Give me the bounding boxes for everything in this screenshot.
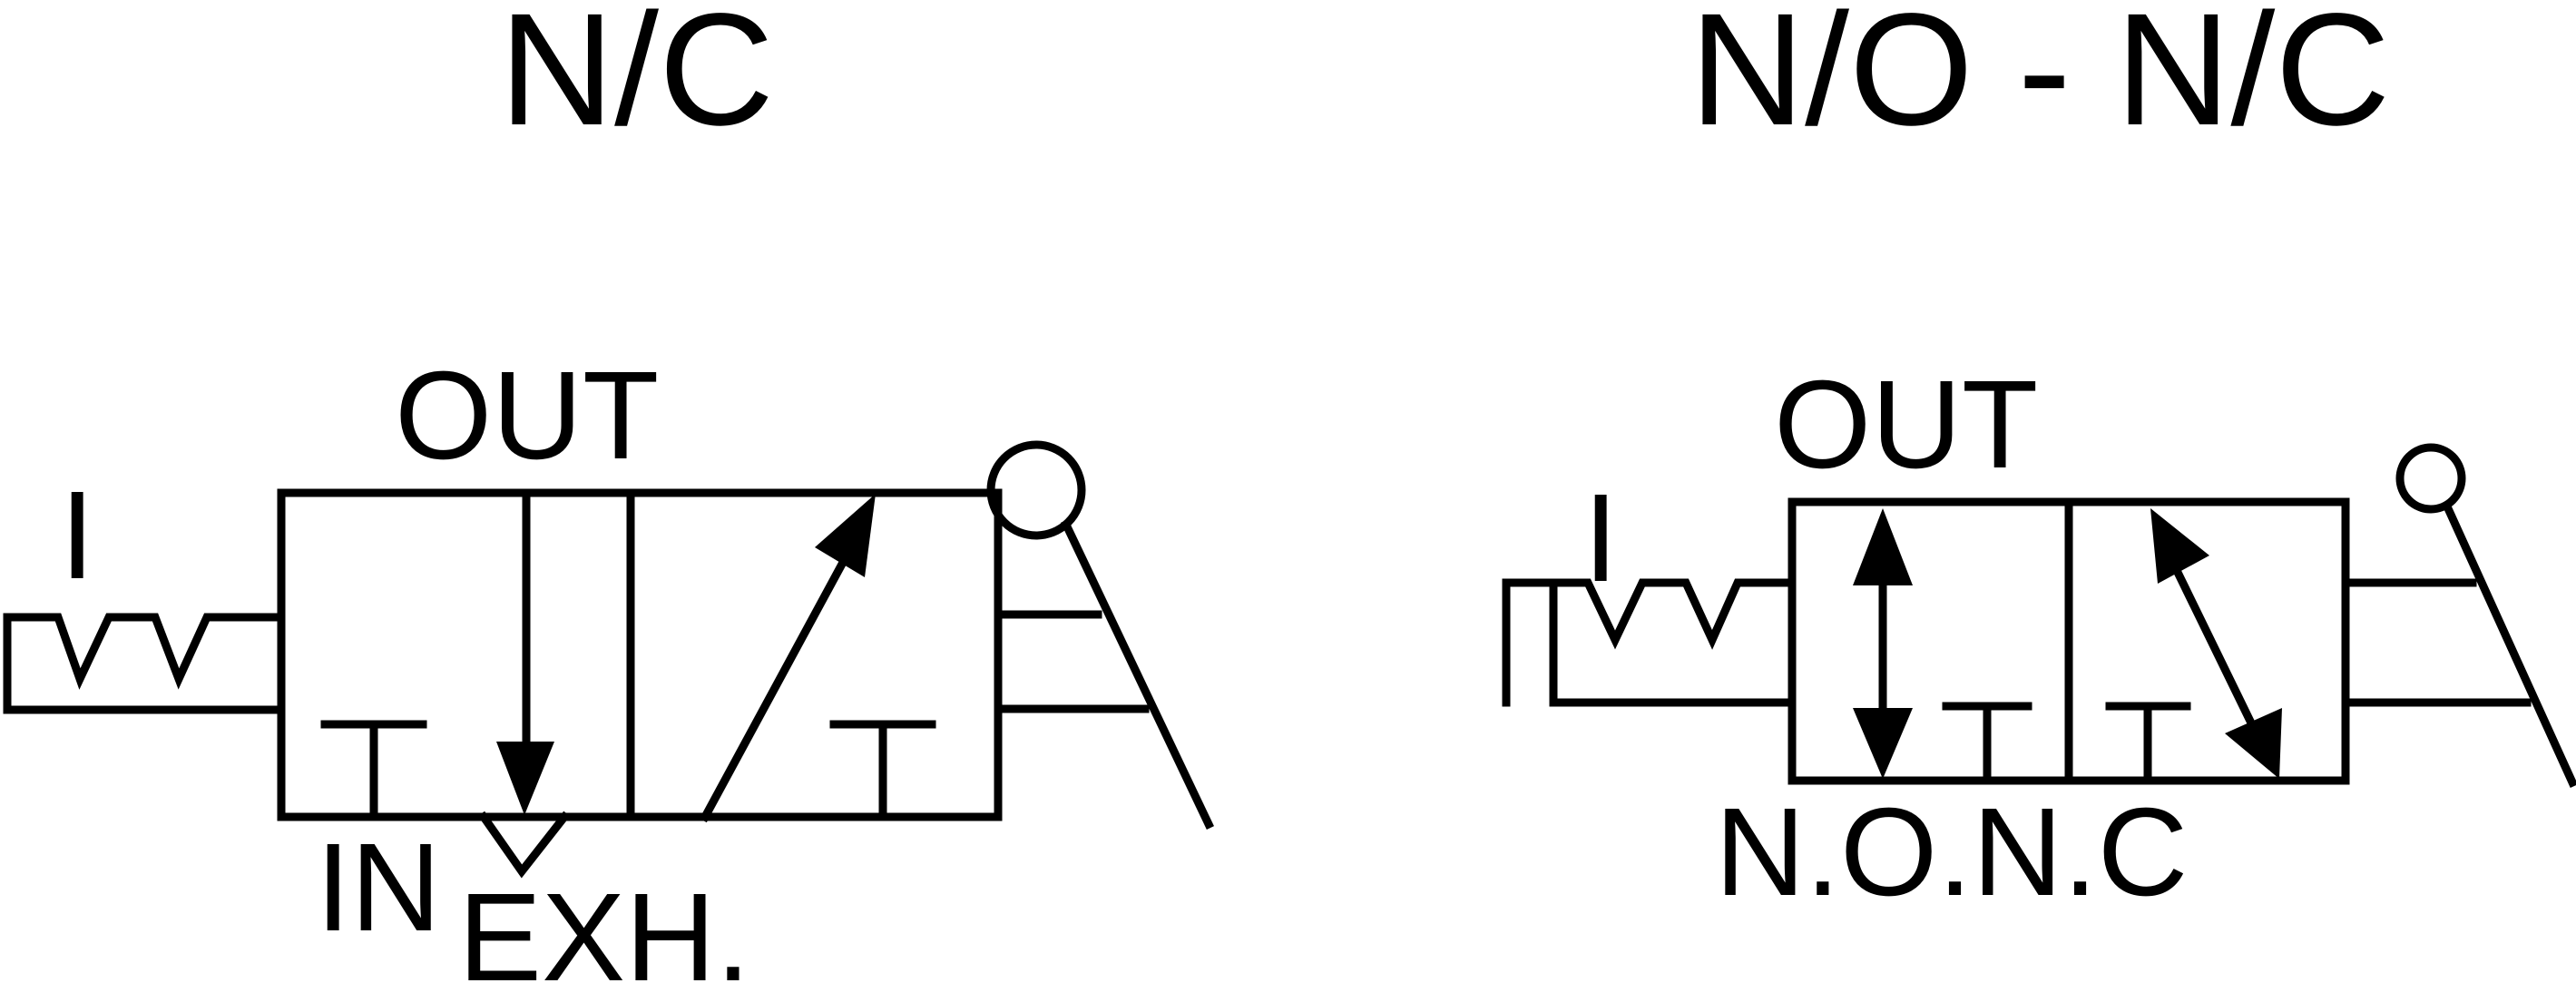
nonc-spring-backline	[1502, 578, 1558, 707]
nc-arrowhead-up	[815, 494, 876, 577]
nonc-out-label: OUT	[1774, 355, 2038, 495]
nonc-arrowhead-diag-down	[2225, 708, 2282, 779]
nc-in-label: IN	[316, 818, 441, 958]
nc-valve-body	[277, 488, 1003, 821]
nc-spring-actuator	[3, 613, 286, 714]
nc-roller-icon	[986, 440, 1086, 540]
nonc-bottom-label: N.O.N.C	[1715, 782, 2188, 922]
nonc-arrowhead-up	[1853, 508, 1913, 585]
nonc-roller-icon	[2395, 443, 2466, 514]
nonc-flow-line-diagonal	[2162, 547, 2266, 746]
nonc-arrowhead-down	[1853, 708, 1913, 779]
nc-exhaust-triangle	[477, 811, 571, 879]
nonc-lever-arm	[2442, 501, 2576, 788]
nc-lever-arm	[1061, 519, 1214, 830]
nonc-valve-symbol: N/O - N/C OUT I N.O.N.C	[1502, 0, 2576, 922]
nc-manual-mark: I	[60, 466, 94, 605]
nc-arrowhead-down	[496, 742, 554, 815]
nonc-spring-actuator	[1549, 578, 1797, 707]
nc-flow-line-in	[699, 529, 864, 823]
nc-exh-label: EXH.	[458, 868, 750, 983]
nonc-title: N/O - N/C	[1690, 0, 2390, 159]
nc-out-label: OUT	[395, 346, 659, 486]
nc-title: N/C	[499, 0, 774, 159]
nonc-arrowhead-diag-up	[2150, 508, 2209, 584]
nc-valve-symbol: N/C OUT I IN EXH.	[3, 0, 1214, 983]
